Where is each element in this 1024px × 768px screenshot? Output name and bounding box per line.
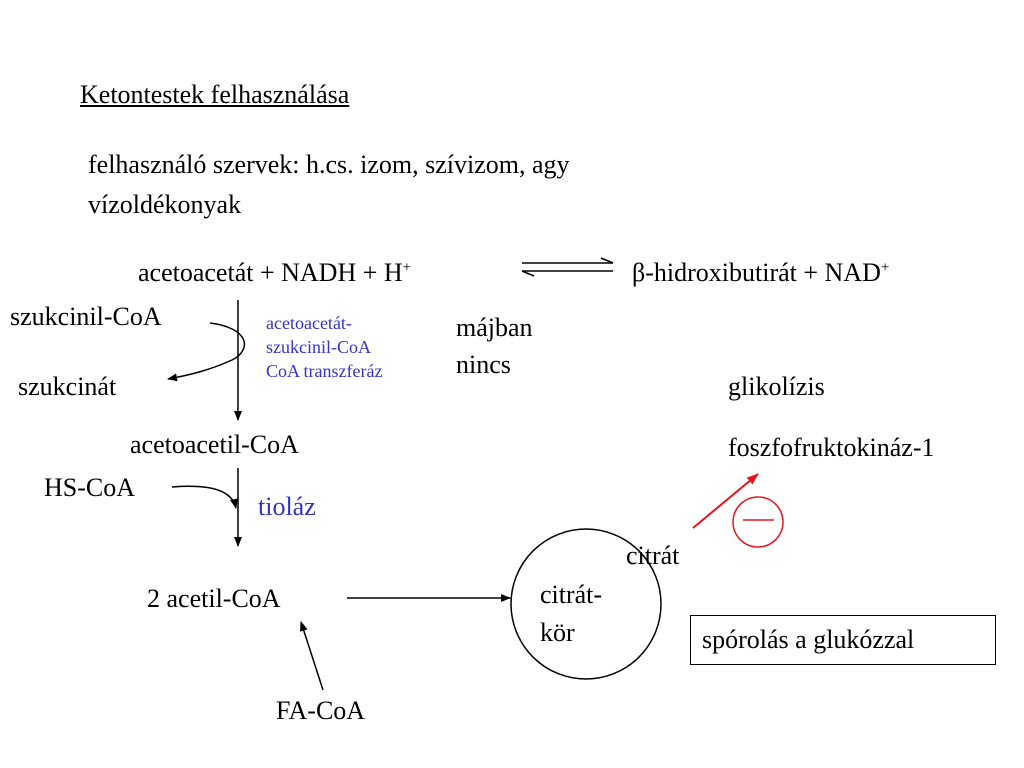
solubility-line: vízoldékonyak [88, 190, 242, 219]
hs-coa-entry-curve [171, 485, 238, 509]
hs-coa-label: HS-CoA [44, 473, 136, 502]
slide-title: Ketontestek felhasználása [80, 80, 350, 109]
succinyl-coa-label: szukcinil-CoA [10, 302, 162, 331]
glucose-sparing-label: spórolás a glukózzal [702, 625, 915, 654]
transferase-enzyme-line-3: CoA transzferáz [266, 361, 383, 381]
citrate-cycle-line-1: citrát- [540, 580, 603, 609]
equilibrium-arrows [521, 257, 614, 277]
glycolysis-label: glikolízis [728, 372, 825, 401]
transferase-enzyme-line-2: szukcinil-CoA [266, 337, 371, 357]
citrate-cycle-circle [510, 528, 662, 680]
acetoacetyl-coa-label: acetoacetil-CoA [130, 430, 299, 459]
reaction-right: β-hidroxibutirát + NAD+ [632, 258, 890, 287]
transferase-enzyme-line-1: acetoacetát- [266, 313, 352, 333]
fa-coa-label: FA-CoA [276, 696, 366, 725]
liver-note-line-1: májban [456, 313, 533, 342]
succinyl-to-succinate-curve [167, 322, 246, 382]
reaction-left: acetoacetát + NADH + H+ [138, 258, 412, 287]
inhibition-arrow [692, 473, 759, 529]
inhibition-minus-icon [732, 496, 784, 548]
arrow-from-fa-coa [299, 621, 324, 691]
glucose-sparing-box [690, 615, 996, 665]
organs-line: felhasználó szervek: h.cs. izom, szívizo… [88, 150, 570, 179]
thiolase-enzyme-label: tioláz [258, 492, 316, 521]
citrate-cycle-line-2: kör [540, 618, 575, 647]
succinate-label: szukcinát [18, 372, 117, 401]
pfk1-label: foszfofruktokináz-1 [728, 433, 935, 462]
liver-note-line-2: nincs [456, 350, 511, 379]
citrate-label: citrát [626, 541, 680, 570]
acetyl-coa-label: 2 acetil-CoA [147, 584, 281, 613]
